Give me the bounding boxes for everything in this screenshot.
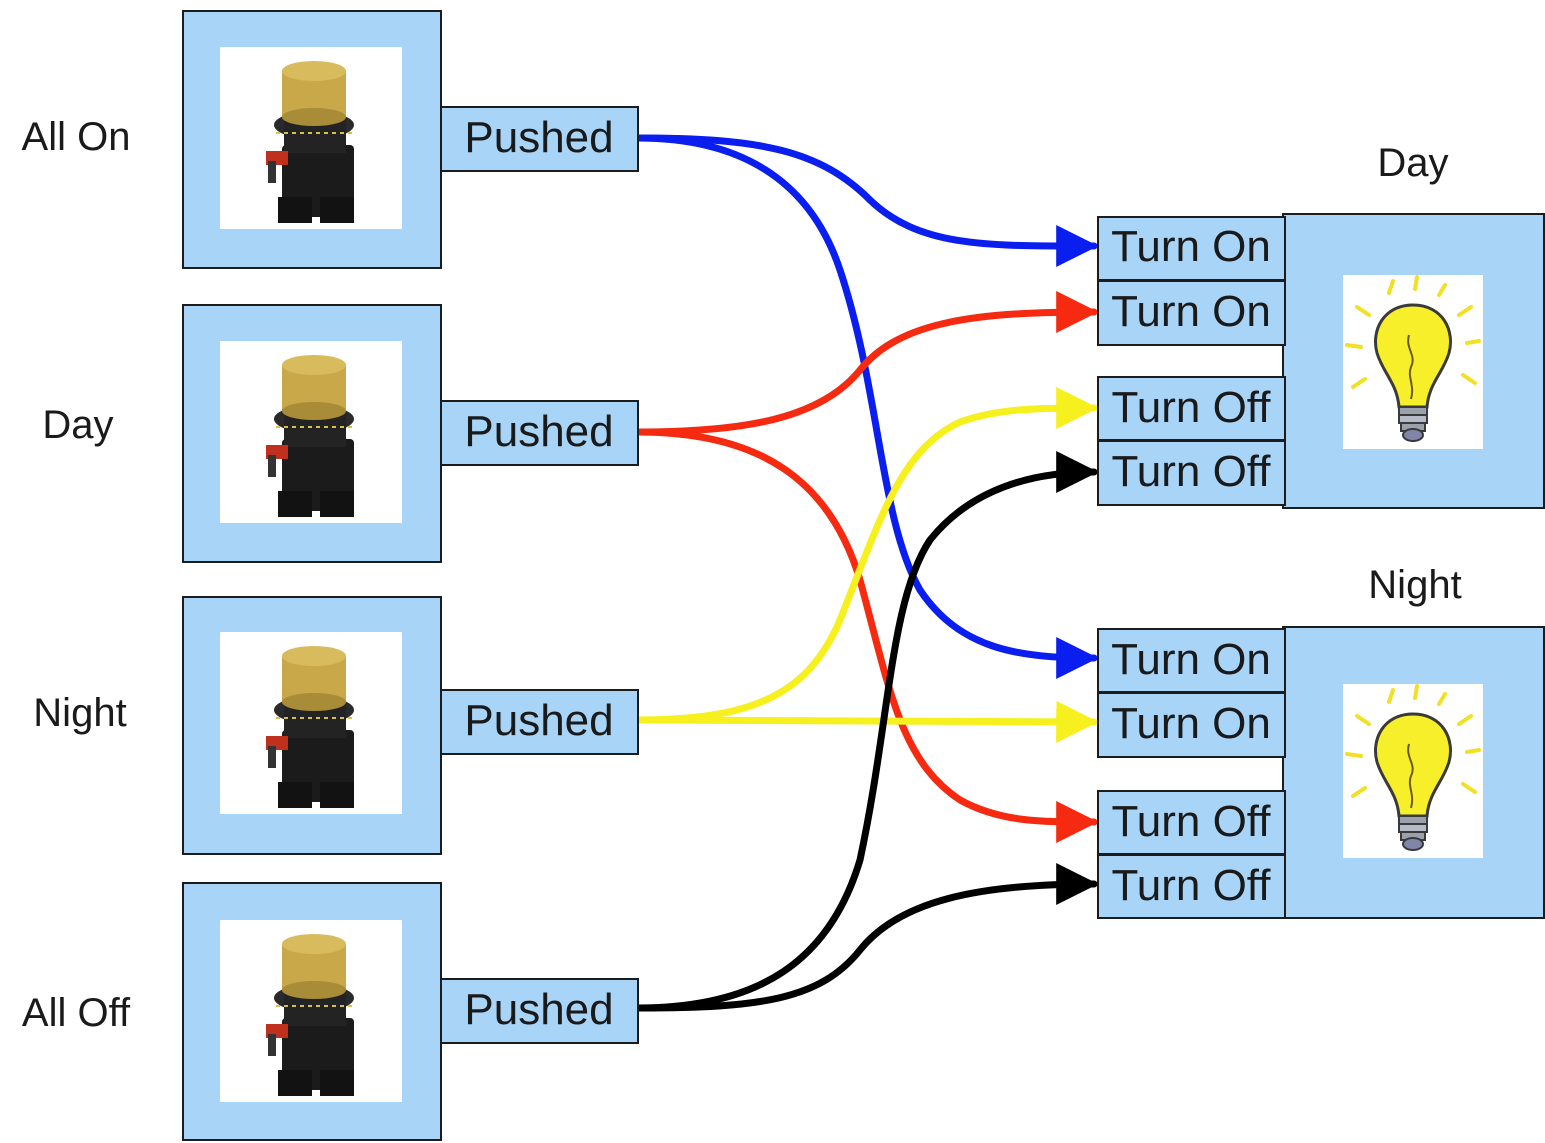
- wire-day-to-day-turn-on: [634, 291, 1099, 436]
- turn-off-port-label: Turn Off: [1112, 797, 1272, 846]
- turn-on-port[interactable]: [1097, 692, 1286, 758]
- turn-off-port[interactable]: [1097, 790, 1286, 855]
- wire-all-on-to-night-turn-on: [634, 134, 1099, 679]
- push-button-icon: [220, 341, 402, 523]
- push-button-icon: [220, 920, 402, 1102]
- wire-night-to-night-turn-on: [634, 700, 1099, 743]
- lamp-block-night: Night Turn On Turn On Turn Off Turn Off: [1097, 563, 1545, 919]
- turn-on-port[interactable]: [1097, 628, 1286, 693]
- button-block-all-off: All Off Pushed: [22, 882, 639, 1141]
- button-block-night: Night Pushed: [33, 596, 639, 855]
- pushed-port-label: Pushed: [464, 113, 613, 162]
- lamp-label: Night: [1368, 563, 1461, 607]
- pushed-port[interactable]: [440, 400, 639, 466]
- lamp-block-day: Day Turn On Turn On Turn Off Turn Off: [1097, 141, 1545, 509]
- turn-off-port-label: Turn Off: [1112, 383, 1272, 432]
- turn-off-port-label: Turn Off: [1112, 861, 1272, 910]
- pushed-port-label: Pushed: [464, 407, 613, 456]
- pushed-port[interactable]: [440, 106, 639, 172]
- light-bulb-icon: [1343, 684, 1483, 858]
- turn-on-port-label: Turn On: [1111, 287, 1271, 336]
- pushed-port[interactable]: [440, 689, 639, 755]
- turn-off-port[interactable]: [1097, 440, 1286, 506]
- light-bulb-icon: [1343, 275, 1483, 449]
- wires: [634, 134, 1099, 1012]
- button-label: All Off: [22, 991, 131, 1035]
- turn-off-port-label: Turn Off: [1112, 447, 1272, 496]
- turn-off-port[interactable]: [1097, 376, 1286, 441]
- wire-all-off-to-night-turn-off: [634, 863, 1099, 1012]
- pushed-port[interactable]: [440, 978, 639, 1044]
- button-label: Night: [33, 691, 126, 735]
- button-label: All On: [22, 115, 131, 159]
- push-button-icon: [220, 632, 402, 814]
- turn-on-port-label: Turn On: [1111, 222, 1271, 271]
- wire-all-on-to-day-turn-on: [634, 134, 1099, 268]
- turn-on-port-label: Turn On: [1111, 635, 1271, 684]
- lamp-label: Day: [1377, 141, 1448, 185]
- turn-off-port[interactable]: [1097, 854, 1286, 919]
- button-label: Day: [42, 403, 113, 447]
- turn-on-port[interactable]: [1097, 280, 1286, 346]
- wire-night-to-day-turn-off: [634, 387, 1099, 724]
- button-block-all-on: All On Pushed: [22, 10, 639, 269]
- button-block-day: Day Pushed: [42, 304, 639, 563]
- wire-all-off-to-day-turn-off: [634, 451, 1099, 1012]
- turn-on-port-label: Turn On: [1111, 699, 1271, 748]
- pushed-port-label: Pushed: [464, 985, 613, 1034]
- wire-day-to-night-turn-off: [634, 428, 1099, 843]
- pushed-port-label: Pushed: [464, 696, 613, 745]
- push-button-icon: [220, 47, 402, 229]
